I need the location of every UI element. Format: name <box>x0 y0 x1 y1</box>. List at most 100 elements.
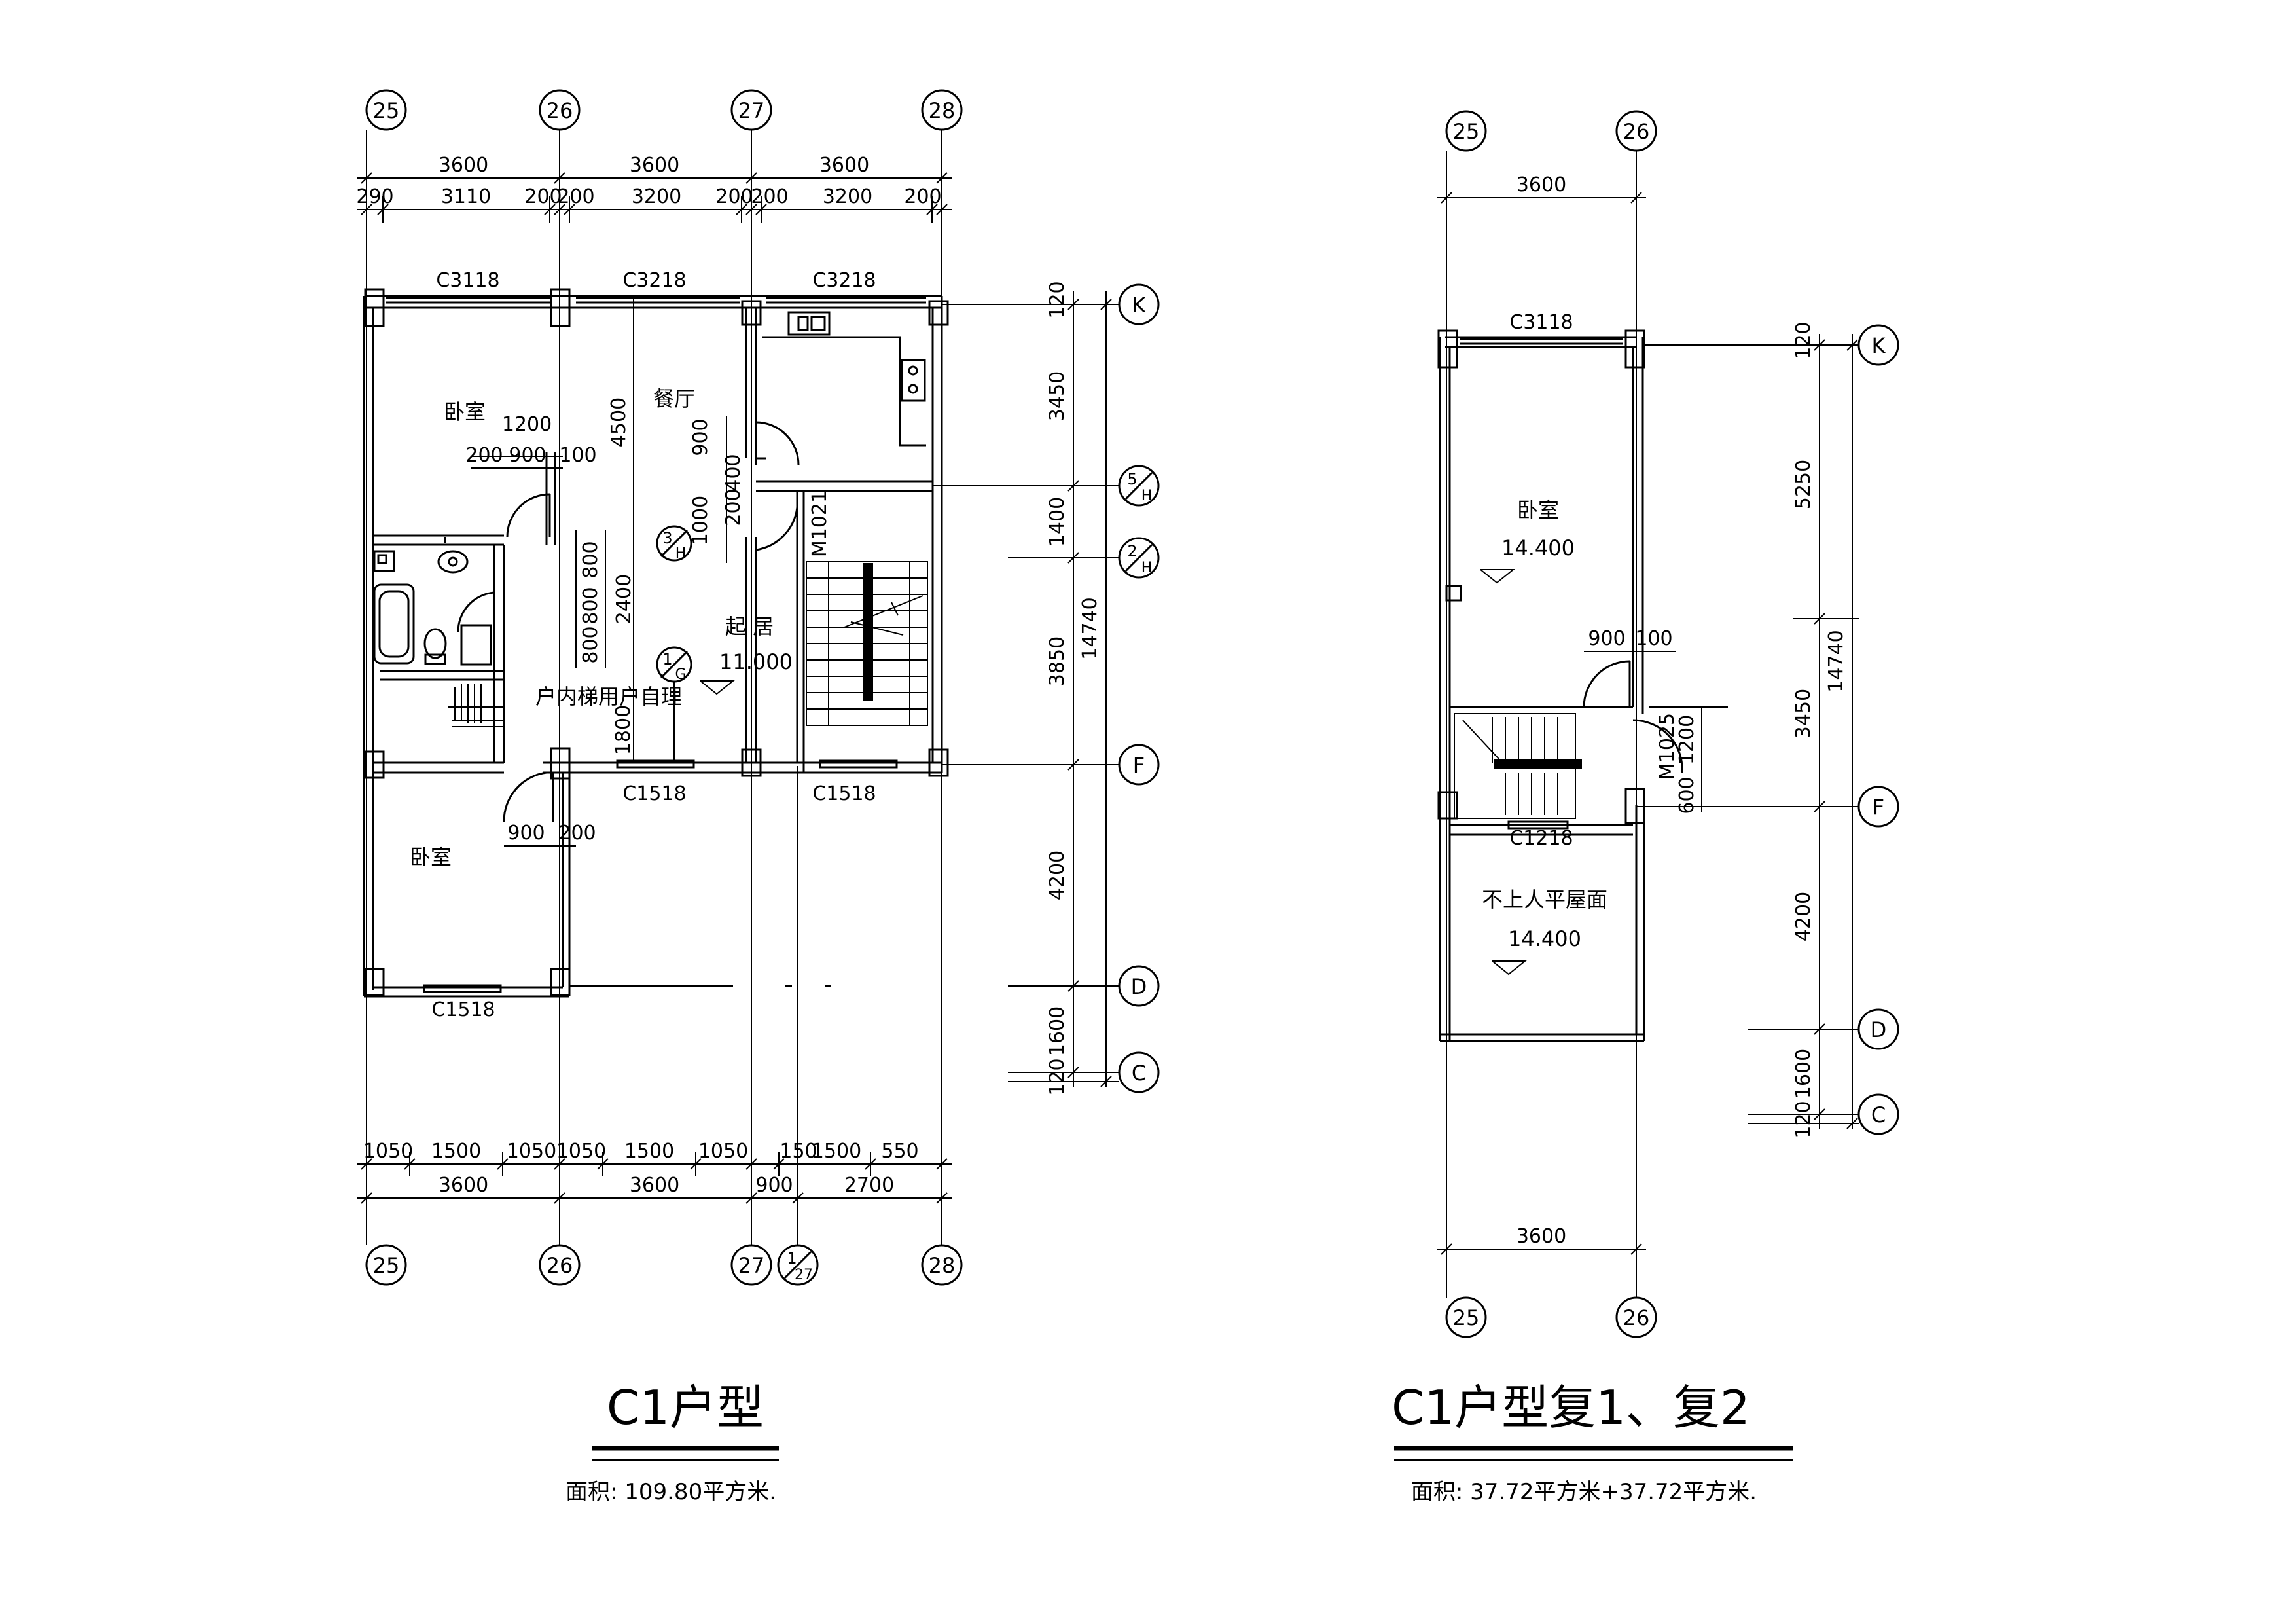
axis-label-f: F <box>1133 753 1145 778</box>
bottom-dimension-lines <box>357 1152 952 1204</box>
plan-a-area: 面积: 109.80平方米. <box>565 1479 776 1505</box>
dim-200-b: 200 <box>722 488 745 526</box>
dim-800-b: 800 <box>579 587 602 624</box>
b-axis-bubbles-right <box>1857 324 1899 1135</box>
b-walls <box>1439 336 1645 1042</box>
room-label-living: 起 居 <box>725 614 774 639</box>
bottom-dim-detail-3: 1050 <box>507 1140 556 1163</box>
b-interior-dim-lines <box>1584 651 1728 812</box>
b-room-elevation: 14.400 <box>1501 536 1575 560</box>
axis-label-28-bottom: 28 <box>929 1253 956 1278</box>
axis-sub-den: 27 <box>795 1267 813 1283</box>
b-top-dim: 3600 <box>1516 173 1566 196</box>
dim-400: 400 <box>722 454 745 491</box>
right-dim-4200: 4200 <box>1046 850 1069 900</box>
dim-200-a: 200 <box>465 444 503 467</box>
plan-b-area: 面积: 37.72平方米+37.72平方米. <box>1411 1479 1757 1505</box>
bottom-dim-overall-3: 900 <box>755 1174 793 1197</box>
b-roof-elev-marker <box>1492 960 1527 976</box>
window-label-c3218-b: C3218 <box>812 269 876 292</box>
dim-1200: 1200 <box>502 413 552 436</box>
room-label-bedroom-1: 卧室 <box>444 399 486 424</box>
bottom-dim-detail-8: 1500 <box>812 1140 861 1163</box>
b-right-dim-1600: 1600 <box>1792 1049 1815 1099</box>
b-axis-label-f: F <box>1873 795 1884 820</box>
axis-label-5h-den: H <box>1141 488 1153 504</box>
right-dim-120-top: 120 <box>1046 281 1069 318</box>
b-axis-lines <box>1437 151 1646 1298</box>
interior-stair <box>448 684 504 727</box>
kitchen-fixtures <box>762 311 926 447</box>
top-dim-overall-3: 3600 <box>819 154 869 177</box>
bottom-dim-detail-6: 1050 <box>698 1140 748 1163</box>
right-dim-1600: 1600 <box>1046 1006 1069 1056</box>
axis-bubbles-right <box>1118 283 1160 1093</box>
window-label-c1518-b: C1518 <box>812 782 876 805</box>
top-dim-overall-1: 3600 <box>439 154 488 177</box>
dim-2400: 2400 <box>613 574 636 624</box>
b-door-label-m1025: M1025 <box>1656 713 1679 780</box>
axis-label-25-bottom: 25 <box>373 1253 400 1278</box>
bottom-dim-overall-1: 3600 <box>439 1174 488 1197</box>
b-axis-label-c: C <box>1871 1103 1886 1127</box>
plan-a: 25 26 27 28 25 26 27 1 27 28 <box>356 89 1160 1505</box>
window-label-c1518-a: C1518 <box>622 782 686 805</box>
axis-label-26-top: 26 <box>547 98 573 123</box>
b-axis-label-k: K <box>1872 333 1886 358</box>
b-window-label-c3118: C3118 <box>1509 311 1573 334</box>
axis-label-c: C <box>1132 1061 1146 1085</box>
b-dim-1200: 1200 <box>1676 715 1698 765</box>
b-room-elev-marker <box>1480 569 1515 584</box>
b-axis-label-25-bottom: 25 <box>1453 1305 1480 1330</box>
b-windows <box>1460 338 1623 830</box>
elevation-marker <box>700 680 735 695</box>
b-right-dim-total: 14740 <box>1825 630 1848 692</box>
axis-label-26-bottom: 26 <box>547 1253 573 1278</box>
b-stair-rail <box>1494 759 1582 769</box>
door-label-m1021: M1021 <box>808 490 831 557</box>
b-bottom-dim: 3600 <box>1516 1225 1566 1248</box>
b-axis-label-26-top: 26 <box>1623 119 1650 144</box>
top-dim-detail-4: 200 <box>557 185 594 208</box>
b-window-label-c1218: C1218 <box>1509 827 1573 850</box>
axis-label-27-top: 27 <box>738 98 765 123</box>
top-dim-detail-9: 200 <box>904 185 941 208</box>
bottom-dim-detail-2: 1500 <box>431 1140 481 1163</box>
right-dim-3850: 3850 <box>1046 636 1069 686</box>
detail-mark-2-den: G <box>675 666 686 683</box>
bottom-dim-detail-7: 150 <box>780 1140 817 1163</box>
elevation-label: 11.000 <box>719 649 793 674</box>
right-dimension-lines <box>1067 291 1112 1087</box>
plan-b: 25 26 25 26 3600 3600 <box>1391 110 1899 1505</box>
detail-mark-1-den: H <box>675 545 687 562</box>
dim-800-c: 800 <box>579 626 602 663</box>
top-dim-detail-1: 290 <box>356 185 393 208</box>
interior-dim-lines <box>471 296 727 847</box>
windows <box>386 297 926 993</box>
b-columns <box>1437 329 1645 824</box>
room-label-bedroom-2: 卧室 <box>410 845 452 869</box>
right-dim-1400: 1400 <box>1046 497 1069 547</box>
columns <box>364 288 949 996</box>
b-axis-label-26-bottom: 26 <box>1623 1305 1650 1330</box>
bottom-dim-detail-4: 1050 <box>556 1140 606 1163</box>
axis-bubbles-bottom <box>365 1244 963 1286</box>
doors <box>503 421 800 822</box>
top-dim-detail-8: 3200 <box>823 185 872 208</box>
b-dim-600: 600 <box>1676 776 1698 814</box>
b-right-dim-120-bottom: 120 <box>1792 1101 1815 1138</box>
dim-1000: 1000 <box>689 496 712 545</box>
dim-900-a: 900 <box>509 444 546 467</box>
b-axis-lines-horizontal <box>1636 334 1859 1129</box>
top-dim-overall-2: 3600 <box>630 154 679 177</box>
right-dim-3450: 3450 <box>1046 371 1069 421</box>
top-dimension-lines <box>357 172 952 223</box>
dim-4500: 4500 <box>607 397 630 447</box>
axis-bubbles-top <box>365 89 963 131</box>
b-doors <box>1445 585 1683 773</box>
b-right-dim-5250: 5250 <box>1792 460 1815 509</box>
stair-note: 户内梯用户自理 <box>535 684 682 709</box>
b-dim-100: 100 <box>1635 627 1672 650</box>
b-room-label-bedroom: 卧室 <box>1517 498 1559 522</box>
